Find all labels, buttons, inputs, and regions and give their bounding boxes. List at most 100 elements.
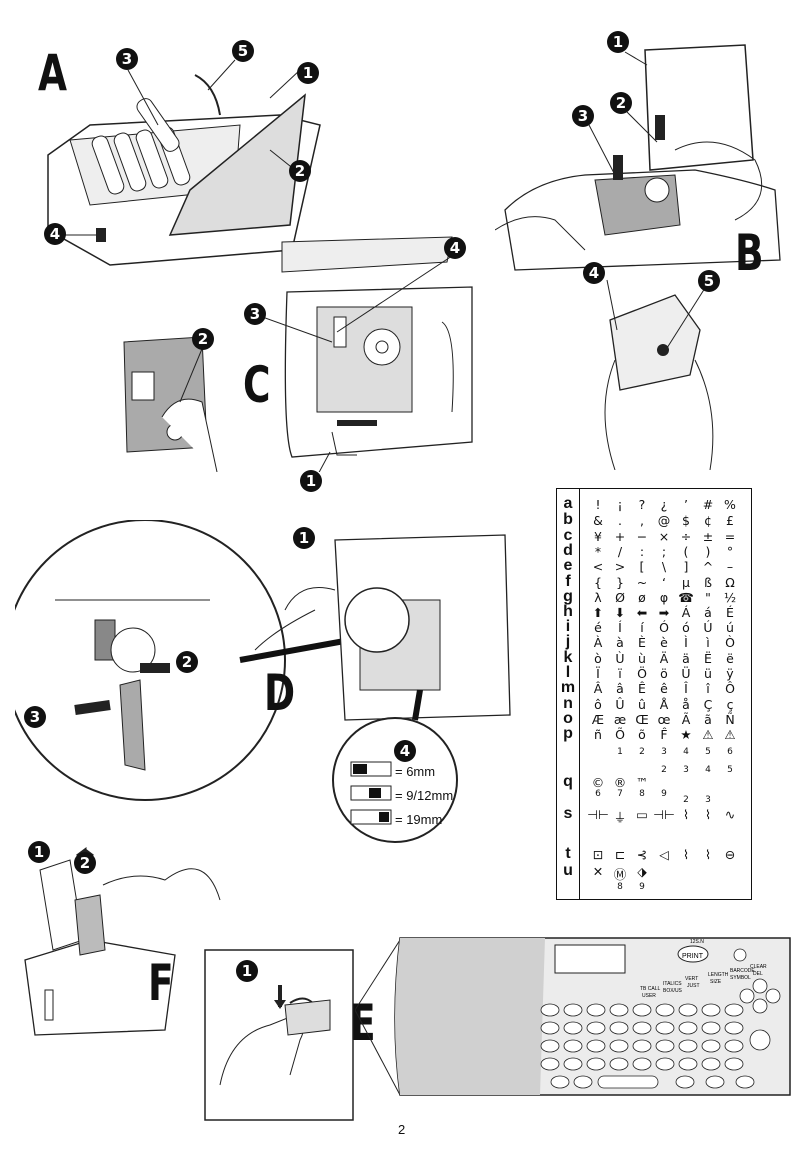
char-cell: > <box>614 559 626 574</box>
char-row-key: k <box>563 649 573 666</box>
section-letter-c: C <box>243 356 271 414</box>
char-cell: á <box>704 605 712 620</box>
char-subscript: 8 <box>617 882 623 892</box>
char-subscript: 1 <box>617 747 623 757</box>
char-cell: à <box>616 635 624 650</box>
char-cell: ⚠ <box>702 727 714 742</box>
char-cell: ¡ <box>617 497 623 512</box>
char-subscript: 9 <box>661 789 667 799</box>
char-cell: ⏚ <box>613 810 627 825</box>
italics-label: ITALICS <box>663 981 682 987</box>
char-cell: ⌇ <box>704 807 712 822</box>
char-cell: ó <box>682 620 690 635</box>
char-cell: ï <box>618 666 622 681</box>
char-row-key: p <box>563 725 573 742</box>
char-cell: ç <box>726 697 734 712</box>
vert-label: VERT <box>685 976 698 982</box>
char-cell: ¿ <box>660 497 668 512</box>
char-row-key: h <box>563 603 573 620</box>
char-cell: Œ <box>635 712 649 727</box>
callout-c-3: 3 <box>244 303 266 325</box>
char-cell: ⬗ <box>637 864 647 879</box>
char-cell: Ä <box>659 651 669 666</box>
figure-e-tape-cutter <box>204 949 354 1121</box>
section-letter-b: B <box>735 224 764 282</box>
callout-f-1: 1 <box>28 841 50 863</box>
char-cell: & <box>593 513 603 528</box>
char-cell: ’ <box>684 497 688 512</box>
size-label: SIZE <box>710 979 722 985</box>
char-cell: ⊏ <box>614 847 626 862</box>
char-cell: ½ <box>723 590 737 605</box>
char-row-key: j <box>565 633 571 650</box>
char-cell: * <box>594 544 602 559</box>
char-cell: ⬆ <box>592 605 604 620</box>
callout-b-5: 5 <box>698 270 720 292</box>
char-cell: Ω <box>725 575 735 590</box>
char-cell: µ <box>682 575 690 590</box>
char-cell: Ë <box>704 651 712 666</box>
char-row-key: m <box>560 679 576 696</box>
char-cell: φ <box>659 590 669 605</box>
char-cell: ⌇ <box>682 807 690 822</box>
char-cell: ê <box>660 681 668 696</box>
char-cell: / <box>617 544 623 559</box>
char-subscript: 3 <box>705 795 711 805</box>
char-cell: ® <box>613 775 627 790</box>
char-cell: Ê <box>638 681 646 696</box>
char-cell: ◁ <box>659 847 669 862</box>
char-cell: ë <box>726 651 734 666</box>
char-cell: ➡ <box>658 605 670 620</box>
char-row-key: t <box>565 845 571 862</box>
char-cell: ä <box>682 651 690 666</box>
char-cell: î <box>706 681 710 696</box>
callout-a-4: 4 <box>44 223 66 245</box>
figure-f-cleaning <box>24 847 221 1036</box>
char-subscript: 3 <box>683 765 689 775</box>
char-row-key: c <box>563 527 573 544</box>
char-cell: Í <box>618 620 622 635</box>
length-label: LENGTH <box>708 972 729 978</box>
char-cell: ▭ <box>636 807 648 822</box>
char-cell: ã <box>704 712 712 727</box>
callout-c-2: 2 <box>192 328 214 350</box>
char-cell: ⊰ <box>636 847 648 862</box>
char-cell: ö <box>660 666 668 681</box>
char-cell: å <box>682 697 690 712</box>
section-letter-a: A <box>38 44 68 102</box>
char-cell: Õ <box>615 727 625 742</box>
callout-e-1: 1 <box>236 960 258 982</box>
page-number: 2 <box>398 1122 406 1137</box>
char-cell: λ <box>594 590 602 605</box>
char-cell: ÷ <box>680 529 692 544</box>
char-cell: ✕ <box>592 864 604 879</box>
char-cell: , <box>640 513 644 528</box>
callout-a-3: 3 <box>116 48 138 70</box>
char-subscript: 5 <box>705 747 711 757</box>
char-cell: Î <box>684 681 688 696</box>
char-cell: é <box>594 620 602 635</box>
figure-b-cassette-insert <box>495 44 781 470</box>
char-subscript: 5 <box>727 765 733 775</box>
char-cell: . <box>618 513 622 528</box>
char-cell: Â <box>593 681 603 696</box>
char-cell: ü <box>704 666 712 681</box>
figure-a-battery-compartment <box>47 59 321 266</box>
char-cell: ⊖ <box>724 847 736 862</box>
callout-d-1: 1 <box>293 527 315 549</box>
char-cell: Ç <box>703 697 713 712</box>
char-cell: ñ <box>594 727 602 742</box>
char-cell: ( <box>683 544 689 559</box>
char-cell: ; <box>661 544 667 559</box>
char-cell: Û <box>615 697 625 712</box>
callout-d-4: 4 <box>394 740 416 762</box>
tape-width-6mm: = 6mm <box>395 764 436 779</box>
char-row-key: l <box>565 664 571 681</box>
char-cell: Ø <box>615 590 625 605</box>
char-cell: ? <box>638 497 646 512</box>
symbol-label: SYMBOL <box>730 975 751 981</box>
callout-b-3: 3 <box>572 105 594 127</box>
char-cell: Ã <box>681 712 691 727</box>
char-cell: Ï <box>596 666 600 681</box>
barcode-label: BARCODE <box>730 968 755 974</box>
